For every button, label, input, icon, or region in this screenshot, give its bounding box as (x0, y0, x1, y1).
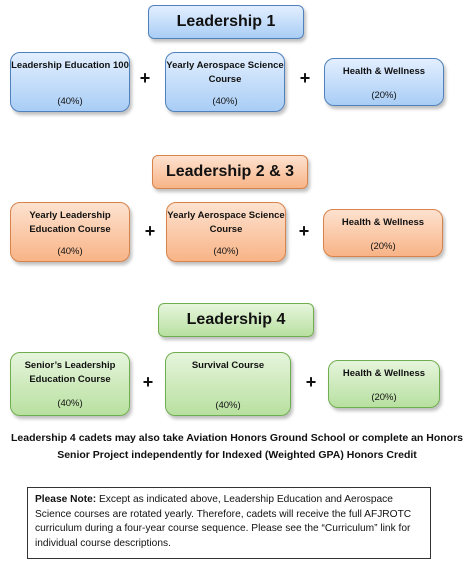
level-2-3-title: Leadership 2 & 3 (152, 155, 308, 189)
honors-statement: Leadership 4 cadets may also take Aviati… (11, 432, 463, 461)
course-percent: (20%) (370, 241, 396, 252)
level-4-course-1: Senior’s Leadership Education Course (40… (10, 352, 130, 416)
level-1-title: Leadership 1 (148, 5, 304, 39)
course-percent: (40%) (215, 400, 241, 411)
course-name: Health & Wellness (342, 368, 426, 379)
course-name: Yearly Leadership Education Course (29, 210, 111, 235)
level-4-title: Leadership 4 (158, 303, 314, 337)
level-1-course-2: Yearly Aerospace Science Course (40%) (165, 52, 285, 112)
plus-sign: + (144, 221, 156, 241)
course-percent: (40%) (57, 246, 83, 257)
course-name: Leadership Education 100 (11, 60, 129, 71)
course-name: Survival Course (191, 360, 265, 371)
level-4-course-3: Health & Wellness (20%) (328, 360, 440, 408)
level-4-course-2: Survival Course (40%) (165, 352, 291, 416)
please-note-box: Please Note: Except as indicated above, … (27, 487, 431, 559)
course-name: Health & Wellness (341, 217, 425, 228)
course-name: Senior’s Leadership Education Course (24, 360, 116, 385)
plus-sign: + (139, 68, 151, 88)
level-2-3-course-1: Yearly Leadership Education Course (40%) (10, 202, 130, 262)
course-percent: (20%) (371, 392, 397, 403)
course-percent: (20%) (371, 90, 397, 101)
course-name: Yearly Aerospace Science Course (166, 60, 284, 85)
course-percent: (40%) (57, 398, 83, 409)
note-label: Please Note: (35, 494, 97, 505)
level-1-course-1: Leadership Education 100 (40%) (10, 52, 130, 112)
level-1-course-3: Health & Wellness (20%) (324, 58, 444, 106)
course-name: Health & Wellness (342, 66, 426, 77)
course-name: Yearly Aerospace Science Course (167, 210, 285, 235)
level-2-3-course-3: Health & Wellness (20%) (323, 209, 443, 257)
plus-sign: + (142, 372, 154, 392)
plus-sign: + (299, 68, 311, 88)
course-percent: (40%) (213, 246, 239, 257)
course-percent: (40%) (57, 96, 83, 107)
plus-sign: + (298, 221, 310, 241)
plus-sign: + (305, 372, 317, 392)
level-2-3-course-2: Yearly Aerospace Science Course (40%) (166, 202, 286, 262)
course-percent: (40%) (212, 96, 238, 107)
note-text: Except as indicated above, Leadership Ed… (35, 494, 412, 549)
